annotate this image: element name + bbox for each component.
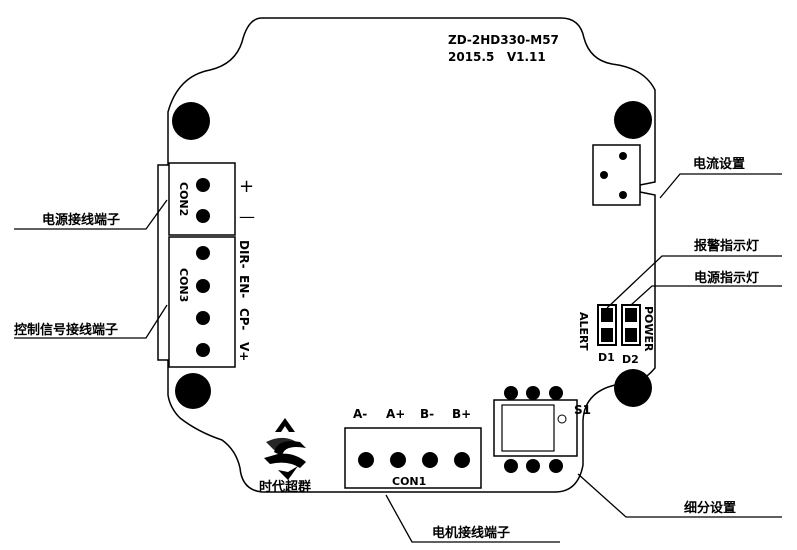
con1-pin-a-plus-label: A+ [386,407,405,421]
con2-label: CON2 [177,182,190,216]
s1-pin [504,386,518,400]
con3-label: CON3 [177,268,190,302]
switch-dot [619,152,627,160]
brand-logo-icon [264,418,306,480]
board-model-text: ZD-2HD330-M57 [448,33,559,47]
con2-terminal [168,162,236,236]
con1-pin-b-minus-label: B- [420,407,434,421]
callout-motor-terminal: 电机接线端子 [432,525,510,541]
con1-pin [390,452,406,468]
led-d1-label: D1 [598,351,615,364]
callout-line-control-terminal [14,304,168,339]
mount-hole-top-left [172,102,210,140]
con3-pin [196,246,210,260]
con1-label: CON1 [392,475,426,488]
microstep-switch-marker [557,414,567,424]
con1-pin-b-plus-label: B+ [452,407,471,421]
con1-pin [454,452,470,468]
con3-pin-cp-label: CP- [237,308,251,330]
led-d2-pad [625,328,637,342]
callout-line-motor-terminal [385,494,560,543]
callout-power-terminal: 电源接线端子 [42,212,120,228]
callout-line-current [659,173,782,199]
led-d1-pad [601,328,613,342]
con3-pin [196,343,210,357]
led-alert-label: ALERT [577,312,590,351]
callout-control-terminal: 控制信号接线端子 [14,322,118,338]
switch-dot [619,191,627,199]
callout-current-setting: 电流设置 [693,156,745,172]
callout-line-microstep [577,473,782,518]
microstep-switch-body [501,404,555,452]
s1-pin [526,386,540,400]
s1-label: S1 [574,403,591,417]
con2-pin-plus-label: + [239,176,254,197]
con3-pin [196,279,210,293]
s1-pin [549,386,563,400]
con3-pin-dir-label: DIR- [237,240,251,269]
callout-line-alarm [606,255,782,309]
con3-pin-en-label: EN- [237,275,251,298]
callout-power-led: 电源指示灯 [694,270,759,286]
board-outline [157,17,656,493]
con1-pin [422,452,438,468]
con3-pin [196,311,210,325]
led-d1-pad [601,308,613,322]
mount-hole-bottom-right [614,369,652,407]
switch-dot [600,171,608,179]
led-power-label: POWER [642,306,655,352]
callout-line-power-terminal [14,199,168,230]
callout-microstep-setting: 细分设置 [684,500,736,516]
board-version-text: 2015.5 V1.11 [448,50,546,64]
con3-pin-vplus-label: V+ [237,342,251,361]
con1-pin-a-minus-label: A- [353,407,367,421]
callout-line-power-led [630,285,782,306]
s1-pin [504,459,518,473]
con2-pin [196,209,210,223]
callout-alarm-led: 报警指示灯 [694,238,759,254]
con2-pin [196,178,210,192]
s1-pin [526,459,540,473]
led-d2-label: D2 [622,353,639,366]
mount-hole-bottom-left [175,373,211,409]
con1-pin [358,452,374,468]
s1-pin [549,459,563,473]
brand-name: 时代超群 [259,479,311,495]
con2-pin-minus-label: — [239,207,255,226]
mount-hole-top-right [614,101,652,139]
led-d2-pad [625,308,637,322]
